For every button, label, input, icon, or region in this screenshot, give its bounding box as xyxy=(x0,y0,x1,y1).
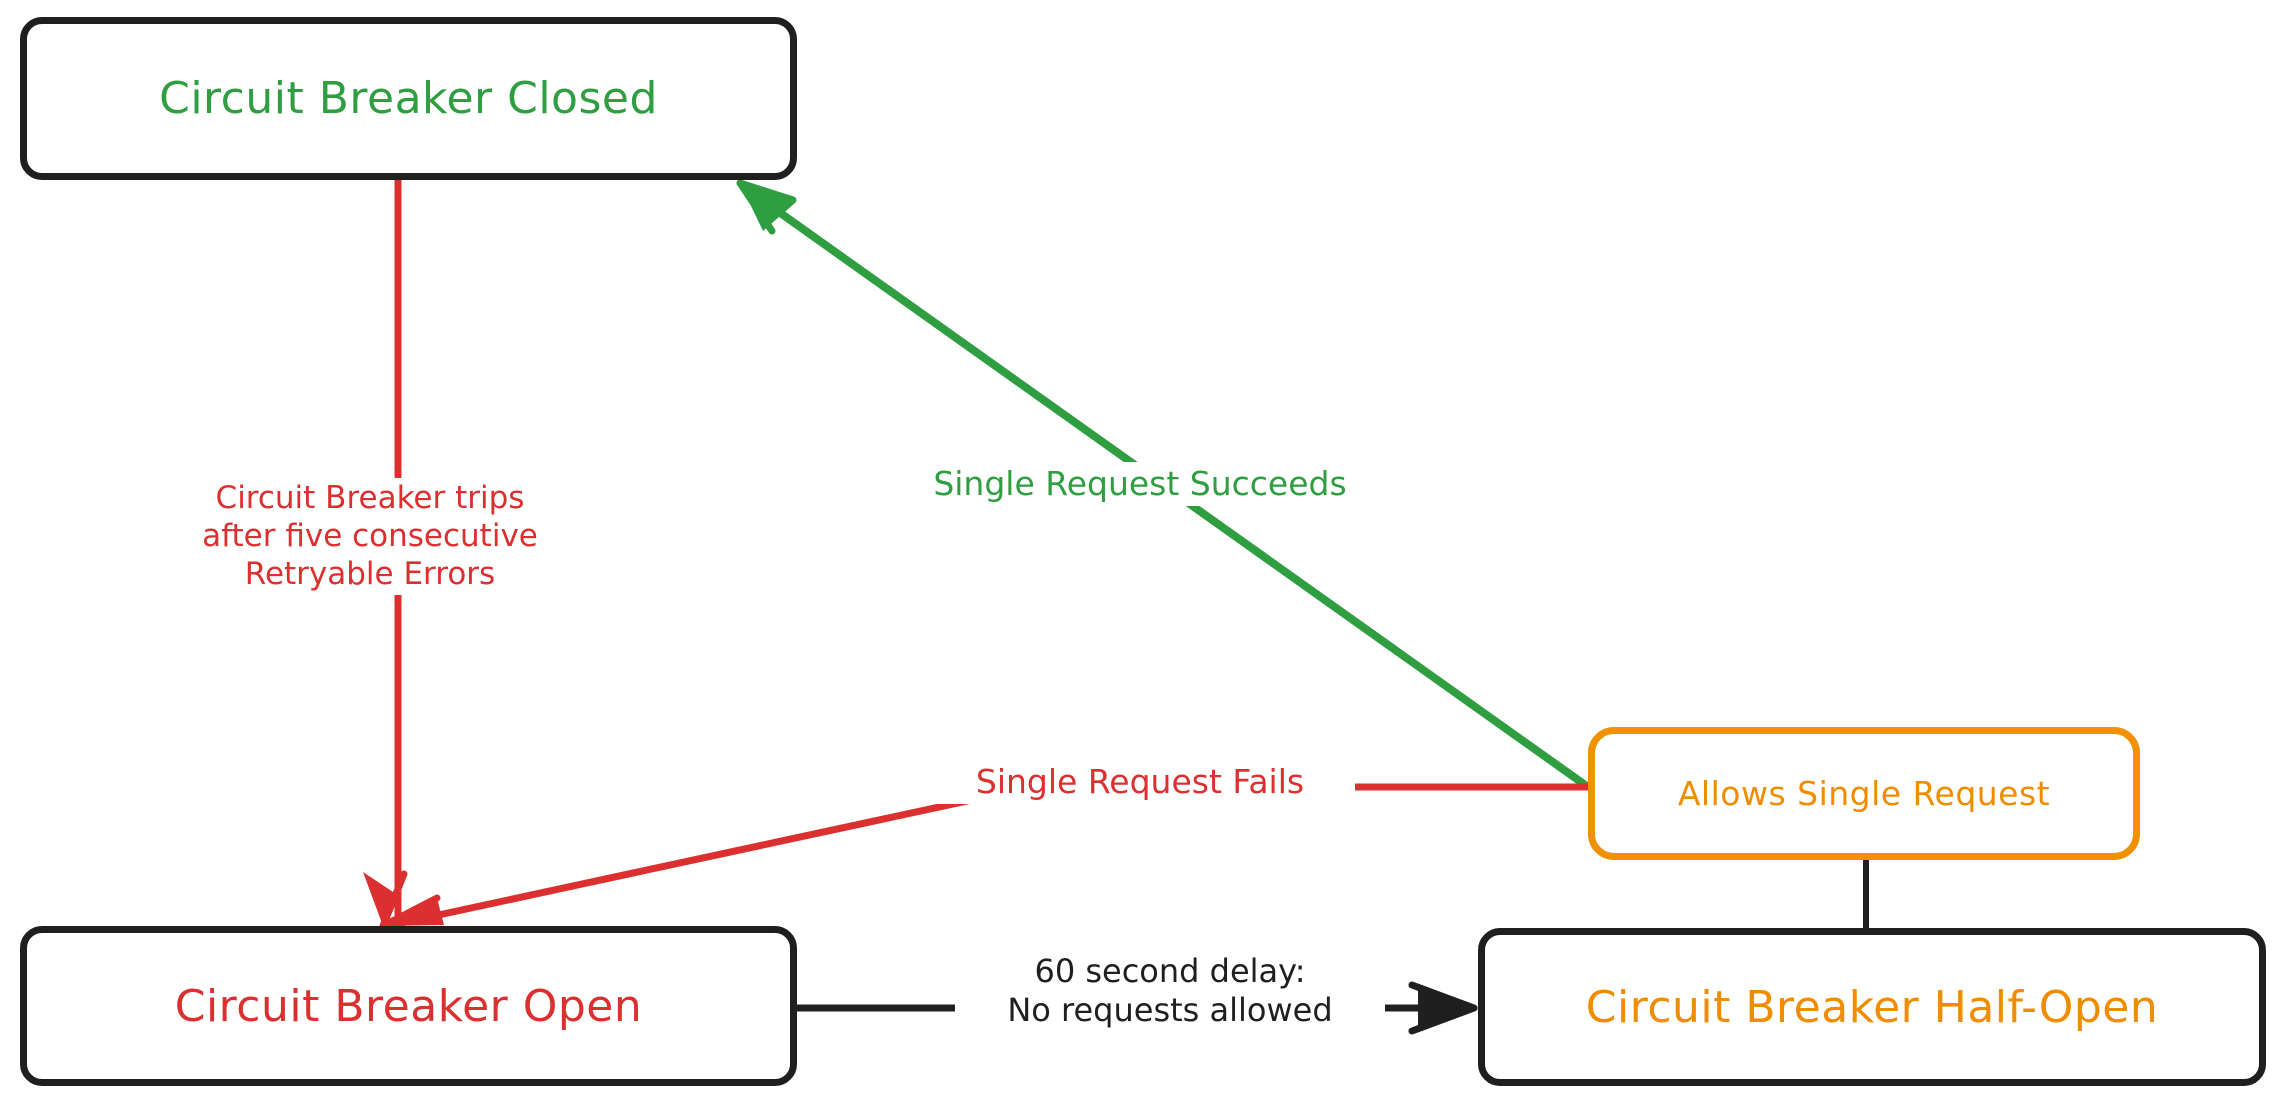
node-circuit-breaker-closed-label: Circuit Breaker Closed xyxy=(159,73,658,124)
edge-open-to-half-open-arrow-barb-top xyxy=(1408,981,1478,1012)
edge-allows-to-open-arrowhead xyxy=(383,898,444,926)
edge-allows-to-closed-arrow-barb-top xyxy=(736,179,797,204)
node-circuit-breaker-open-label: Circuit Breaker Open xyxy=(174,980,643,1032)
node-circuit-breaker-open[interactable]: Circuit Breaker Open xyxy=(20,926,797,1086)
node-circuit-breaker-half-open[interactable]: Circuit Breaker Half-Open xyxy=(1478,928,2266,1086)
node-circuit-breaker-closed[interactable]: Circuit Breaker Closed xyxy=(20,17,797,180)
edge-allows-to-closed-arrowhead xyxy=(740,183,795,231)
edge-label-single-request-fails: Single Request Fails xyxy=(925,760,1355,805)
node-allows-single-request[interactable]: Allows Single Request xyxy=(1588,727,2140,860)
edge-closed-to-open-arrow-barb-left xyxy=(379,870,408,930)
edge-allows-to-closed-arrow-barb-bottom xyxy=(736,179,776,235)
edge-allows-to-open-line xyxy=(391,783,1588,929)
edge-label-single-request-succeeds: Single Request Succeeds xyxy=(885,462,1395,507)
node-circuit-breaker-half-open-label: Circuit Breaker Half-Open xyxy=(1585,981,2159,1033)
edge-label-60-second-delay: 60 second delay: No requests allowed xyxy=(955,950,1385,1033)
edge-label-circuit-breaker-trips: Circuit Breaker trips after five consecu… xyxy=(150,478,590,596)
edge-open-to-half-open-arrowhead xyxy=(1418,988,1474,1028)
node-allows-single-request-label: Allows Single Request xyxy=(1677,774,2051,813)
edge-allows-to-open xyxy=(383,783,1588,929)
edge-open-to-half-open-arrow-barb-bottom xyxy=(1408,1004,1478,1035)
